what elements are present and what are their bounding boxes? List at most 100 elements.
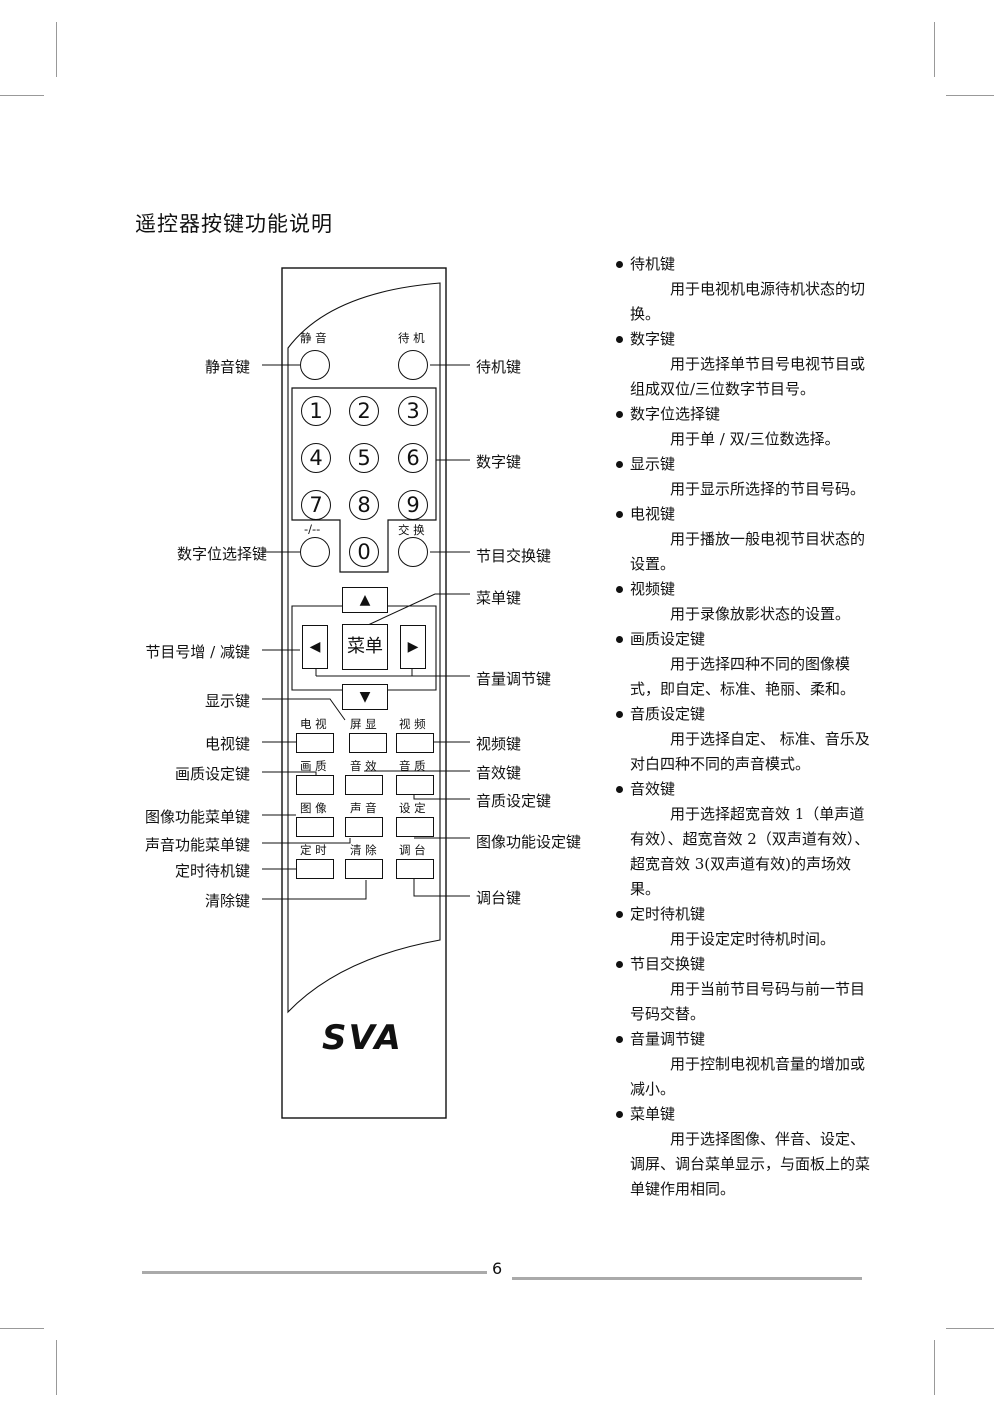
desc-item: 数字键用于选择单节目号电视节目或组成双位/三位数字节目号。	[614, 327, 876, 402]
callout-standby: 待机键	[476, 358, 522, 376]
tv-button[interactable]	[296, 733, 334, 753]
left-button[interactable]: ◀	[302, 625, 328, 669]
down-button[interactable]: ▼	[342, 684, 388, 710]
callout-display: 显示键	[204, 692, 250, 710]
desc-body: 用于选择四种不同的图像模式，即自定、标准、艳丽、柔和。	[630, 655, 856, 698]
desc-body: 用于显示所选择的节目号码。	[670, 480, 866, 498]
desc-head: 显示键	[614, 452, 876, 477]
tuning-button[interactable]	[396, 859, 434, 879]
callout-clear: 清除键	[204, 892, 250, 910]
digit-0-button[interactable]: 0	[349, 537, 379, 567]
digit-frame	[291, 387, 437, 573]
standby-button[interactable]	[398, 350, 428, 380]
callout-sound-quality: 音质设定键	[476, 792, 552, 810]
callout-lines-right	[315, 364, 470, 897]
digit-6-button[interactable]: 6	[398, 443, 428, 473]
video-label: 视 频	[399, 717, 426, 731]
desc-head: 菜单键	[614, 1102, 876, 1127]
desc-head: 音效键	[614, 777, 876, 802]
desc-body: 用于设定定时待机时间。	[670, 930, 836, 948]
crop-mark	[934, 1340, 935, 1395]
desc-body: 用于录像放影状态的设置。	[670, 605, 851, 623]
digit-8-button[interactable]: 8	[349, 490, 379, 520]
digit-mode-button[interactable]	[300, 537, 330, 567]
digit-7-button[interactable]: 7	[301, 490, 331, 520]
sound-menu-label: 声 音	[350, 801, 377, 815]
desc-head: 数字键	[614, 327, 876, 352]
desc-head: 数字位选择键	[614, 402, 876, 427]
digit-4-button[interactable]: 4	[301, 443, 331, 473]
desc-body: 用于单 / 双/三位数选择。	[670, 430, 840, 448]
crop-mark	[946, 95, 994, 96]
callout-digits: 数字键	[476, 453, 522, 471]
desc-item: 节目交换键用于当前节目号码与前一节目号码交替。	[614, 952, 876, 1027]
sound-menu-button[interactable]	[345, 817, 383, 837]
menu-button-label: 菜单	[347, 636, 383, 657]
callout-digit-mode: 数字位选择键	[176, 545, 267, 563]
desc-body: 用于选择自定、 标准、音乐及对白四种不同的声音模式。	[630, 730, 870, 773]
sleep-timer-button[interactable]	[296, 859, 334, 879]
desc-head: 待机键	[614, 252, 876, 277]
digit-3-button[interactable]: 3	[398, 396, 428, 426]
desc-head: 画质设定键	[614, 627, 876, 652]
digit-mode-label: -/--	[304, 522, 321, 536]
tuning-label: 调 台	[399, 843, 426, 857]
picture-quality-button[interactable]	[296, 775, 334, 795]
picture-quality-label: 画 质	[300, 759, 327, 773]
mute-button-label: 静 音	[300, 331, 327, 345]
callout-tv: 电视键	[204, 735, 250, 753]
callout-sound-effect: 音效键	[476, 764, 522, 782]
page-title: 遥控器按键功能说明	[135, 212, 333, 236]
desc-item: 数字位选择键用于单 / 双/三位数选择。	[614, 402, 876, 452]
tv-label: 电 视	[300, 717, 327, 731]
desc-head: 视频键	[614, 577, 876, 602]
menu-button[interactable]: 菜单	[342, 624, 388, 670]
page-number: 6	[492, 1259, 503, 1278]
desc-head: 电视键	[614, 502, 876, 527]
desc-item: 显示键用于显示所选择的节目号码。	[614, 452, 876, 502]
picture-menu-button[interactable]	[296, 817, 334, 837]
desc-body: 用于电视机电源待机状态的切换。	[630, 280, 866, 323]
callout-picture-quality: 画质设定键	[174, 765, 250, 783]
display-label: 屏 显	[350, 717, 377, 731]
callout-channel-up-down: 节目号增 / 减键	[145, 643, 250, 661]
digit-9-button[interactable]: 9	[398, 490, 428, 520]
callout-picture-menu: 图像功能菜单键	[144, 808, 250, 826]
callout-video: 视频键	[476, 735, 522, 753]
sound-quality-button[interactable]	[396, 775, 434, 795]
down-arrow-icon: ▼	[359, 689, 371, 705]
crop-mark	[56, 1340, 57, 1395]
right-button[interactable]: ▶	[400, 625, 426, 669]
standby-button-label: 待 机	[398, 331, 425, 345]
crop-mark	[946, 1328, 994, 1329]
digit-5-button[interactable]: 5	[349, 443, 379, 473]
left-arrow-icon: ◀	[309, 639, 321, 655]
desc-head: 音质设定键	[614, 702, 876, 727]
desc-item: 音质设定键用于选择自定、 标准、音乐及对白四种不同的声音模式。	[614, 702, 876, 777]
nav-frame	[291, 605, 437, 691]
sound-effect-label: 音 效	[350, 759, 377, 773]
desc-item: 电视键用于播放一般电视节目状态的设置。	[614, 502, 876, 577]
callout-tuning: 调台键	[476, 889, 522, 907]
picture-setting-button[interactable]	[396, 817, 434, 837]
desc-item: 音效键用于选择超宽音效 1（单声道有效）、超宽音效 2（双声道有效）、 超宽音效…	[614, 777, 876, 902]
clear-button[interactable]	[345, 859, 383, 879]
footer-rule-right	[512, 1277, 862, 1280]
sound-effect-button[interactable]	[345, 775, 383, 795]
callout-menu: 菜单键	[476, 589, 522, 607]
digit-1-button[interactable]: 1	[301, 396, 331, 426]
desc-body: 用于控制电视机音量的增加或减小。	[630, 1055, 866, 1098]
sound-quality-label: 音 质	[399, 759, 426, 773]
swap-button[interactable]	[398, 537, 428, 567]
crop-mark	[0, 95, 44, 96]
display-button[interactable]	[349, 733, 387, 753]
desc-item: 待机键用于电视机电源待机状态的切换。	[614, 252, 876, 327]
callout-swap: 节目交换键	[476, 547, 552, 565]
desc-head: 节目交换键	[614, 952, 876, 977]
video-button[interactable]	[396, 733, 434, 753]
mute-button[interactable]	[300, 350, 330, 380]
up-button[interactable]: ▲	[342, 587, 388, 613]
desc-item: 画质设定键用于选择四种不同的图像模式，即自定、标准、艳丽、柔和。	[614, 627, 876, 702]
digit-2-button[interactable]: 2	[349, 396, 379, 426]
